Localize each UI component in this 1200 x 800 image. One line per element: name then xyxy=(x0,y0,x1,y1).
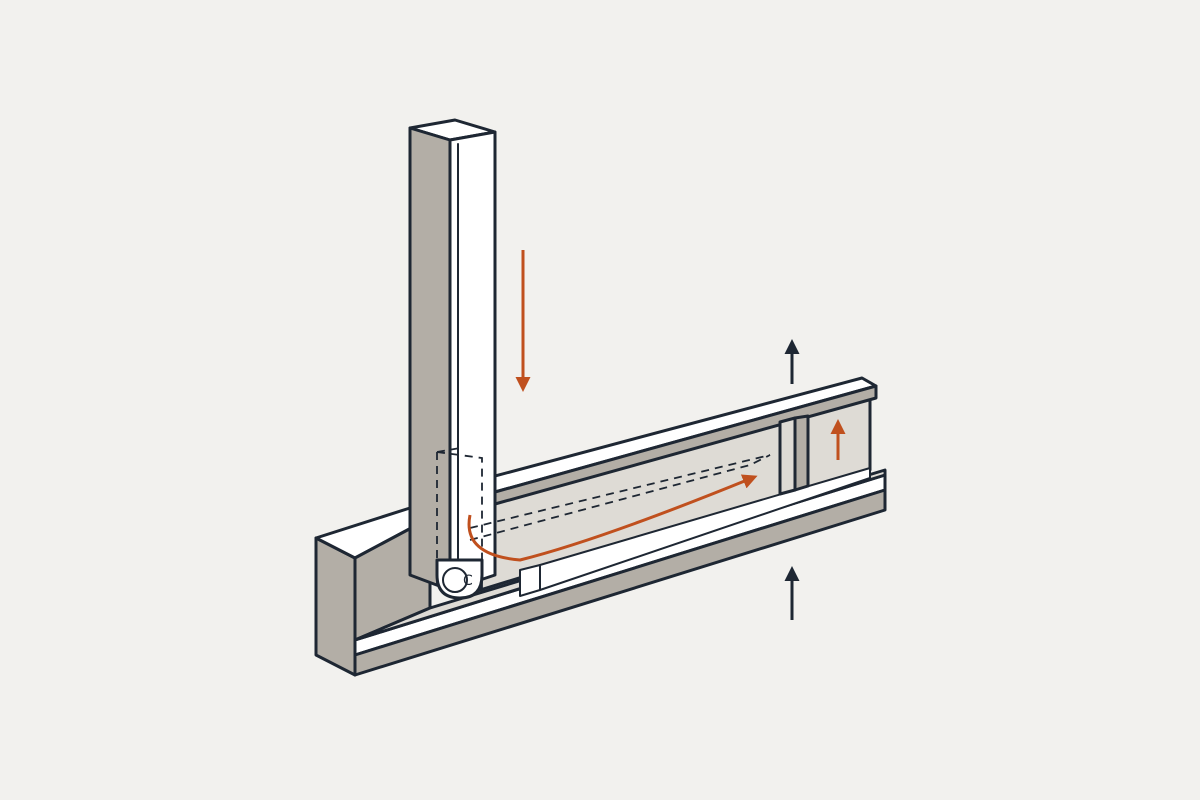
base-channel xyxy=(314,388,887,677)
vertical-upright: C xyxy=(408,118,497,600)
base-front-face xyxy=(353,488,887,677)
base-end-face xyxy=(314,536,357,677)
rail-post-front xyxy=(778,416,797,496)
upright-front-face xyxy=(408,126,452,592)
hidden-rail-line-top xyxy=(469,454,771,529)
curved-flow-arrow-icon xyxy=(467,474,758,562)
hidden-upright-box xyxy=(436,447,483,590)
base-step-ledge xyxy=(519,564,541,597)
base-step-top xyxy=(539,467,871,591)
pivot-label: C xyxy=(463,573,473,589)
pivot-pin xyxy=(442,567,468,593)
upright-side-face xyxy=(448,130,497,592)
arrows xyxy=(467,250,846,620)
hidden-lines xyxy=(436,447,771,590)
rail-post-side xyxy=(793,414,810,492)
